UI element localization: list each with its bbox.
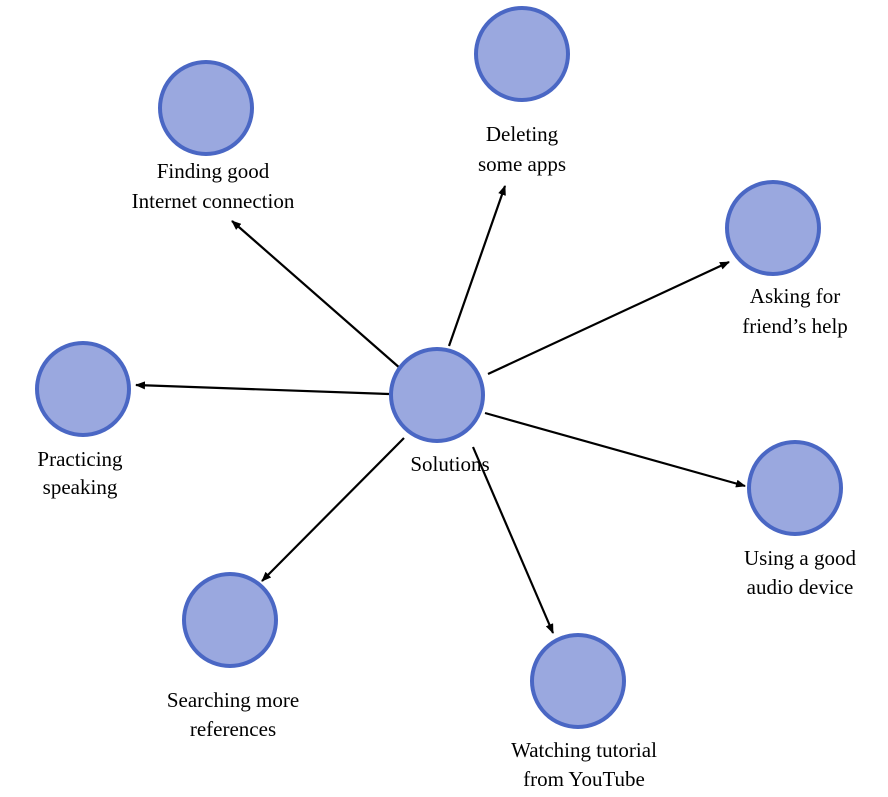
nodes [35, 6, 843, 729]
center-node-circle [389, 347, 485, 443]
node-circle-using-good-audio-device [747, 440, 843, 536]
node-label-searching-more-references-line-2: references [190, 717, 276, 741]
node-circle-finding-good-internet [158, 60, 254, 156]
arrow-to-using-good-audio-device [484, 411, 746, 488]
node-label-finding-good-internet-line-2: Internet connection [132, 189, 295, 213]
node-label-finding-good-internet-line-1: Finding good [157, 159, 270, 183]
node-label-deleting-some-apps-line-1: Deleting [486, 122, 559, 146]
node-circle-watching-tutorial-youtube [530, 633, 626, 729]
arrow-to-deleting-some-apps [447, 185, 507, 347]
node-label-watching-tutorial-youtube-line-1: Watching tutorial [511, 738, 657, 762]
center-label: Solutions [410, 452, 489, 476]
node-label-watching-tutorial-youtube-line-2: from YouTube [523, 767, 645, 791]
arrow-to-watching-tutorial-youtube [471, 446, 555, 634]
node-circle-searching-more-references [182, 572, 278, 668]
node-circle-practicing-speaking [35, 341, 131, 437]
arrow-to-asking-for-friends-help [487, 261, 730, 375]
arrow-to-searching-more-references [261, 437, 405, 582]
node-circle-asking-for-friends-help [725, 180, 821, 276]
node-label-using-good-audio-device-line-1: Using a good [744, 546, 856, 570]
labels: Solutions Finding good Internet connecti… [37, 122, 856, 791]
node-label-asking-for-friends-help-line-1: Asking for [750, 284, 840, 308]
node-circle-deleting-some-apps [474, 6, 570, 102]
edges [135, 185, 746, 634]
arrow-to-finding-good-internet [231, 220, 402, 370]
node-label-deleting-some-apps-line-2: some apps [478, 152, 566, 176]
node-label-using-good-audio-device-line-2: audio device [747, 575, 854, 599]
node-label-asking-for-friends-help-line-2: friend’s help [742, 314, 848, 338]
node-label-searching-more-references-line-1: Searching more [167, 688, 299, 712]
node-label-practicing-speaking-line-1: Practicing [37, 447, 123, 471]
arrow-to-practicing-speaking [135, 381, 390, 396]
node-label-practicing-speaking-line-2: speaking [43, 475, 118, 499]
